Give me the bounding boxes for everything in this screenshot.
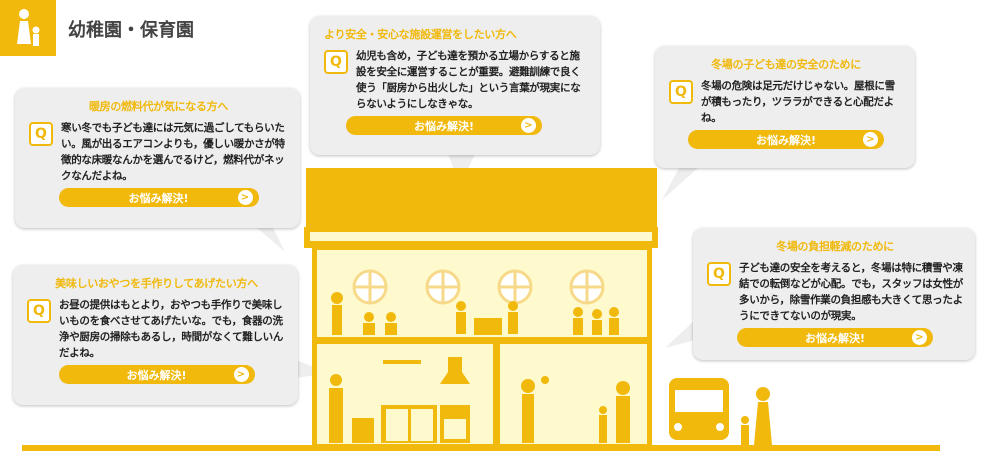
solve-button-label: お悩み解決! xyxy=(755,133,817,147)
solve-button[interactable]: お悩み解決! > xyxy=(737,328,933,347)
card-title: 冬場の子ども達の安全のために xyxy=(711,58,861,71)
card-homemade-snacks: 美味しいおやつを手作りしてあげたい方へ Q お昼の提供はもとより，おやつも手作りで… xyxy=(13,265,298,405)
card-tail xyxy=(662,166,700,200)
page-title: 幼稚園・保育園 xyxy=(68,20,194,41)
card-title: 暖房の燃料代が気になる方へ xyxy=(88,100,229,113)
card-body: 寒い冬でも子ども達には元気に過ごしてもらいたい。風が出るエアコンよりも，優しい暖… xyxy=(61,122,285,182)
chevron-right-icon: > xyxy=(912,330,927,345)
q-icon: Q xyxy=(669,80,693,104)
card-body: 冬場の危険は足元だけじゃない。屋根に雪が積もったり，ツララができると心配だよね。 xyxy=(701,80,895,124)
card-winter-child-safety: 冬場の子ども達の安全のために Q 冬場の危険は足元だけじゃない。屋根に雪が積もった… xyxy=(655,46,915,168)
house xyxy=(304,168,658,446)
solve-button-label: お悩み解決! xyxy=(128,191,189,205)
q-icon: Q xyxy=(707,262,731,286)
card-body: 幼児も含め，子ども達を預かる立場からすると施設を安全に運営することが重要。避難訓… xyxy=(356,50,581,110)
chevron-right-icon: > xyxy=(237,190,253,205)
card-tail xyxy=(255,226,285,252)
card-safe-operation: より安全・安心な施設運営をしたい方へ Q 幼児も含め，子ども達を預かる立場からする… xyxy=(310,16,600,155)
solve-button[interactable]: お悩み解決! > xyxy=(346,116,542,135)
card-body: 子ども達の安全を考えると，冬場は特に積雪や凍結での転倒などが心配。でも，スタッフ… xyxy=(739,262,963,322)
card-body: お昼の提供はもとより，おやつも手作りで美味しいものを食べさせてあげたいな。でも，… xyxy=(59,299,284,359)
parent-child-icon xyxy=(17,9,40,46)
q-icon: Q xyxy=(29,122,53,146)
card-heating-cost: 暖房の燃料代が気になる方へ Q 寒い冬でも子ども達には元気に過ごしてもらいたい。風… xyxy=(15,88,300,228)
parent-child-figure xyxy=(741,387,772,445)
card-tail xyxy=(665,320,695,348)
chevron-right-icon: > xyxy=(233,367,249,382)
header-icon xyxy=(0,0,56,56)
card-title: 冬場の負担軽減のために xyxy=(776,240,894,253)
chevron-right-icon: > xyxy=(521,118,536,133)
q-icon: Q xyxy=(27,299,51,323)
card-winter-burden: 冬場の負担軽減のために Q 子ども達の安全を考えると，冬場は特に積雪や凍結での転倒… xyxy=(693,228,975,360)
solve-button[interactable]: お悩み解決! > xyxy=(58,188,259,207)
bus-icon xyxy=(669,378,729,440)
solve-button-label: お悩み解決! xyxy=(126,368,187,382)
solve-button[interactable]: お悩み解決! > xyxy=(688,130,884,149)
roof xyxy=(306,168,657,228)
chevron-right-icon: > xyxy=(863,132,878,147)
card-title: より安全・安心な施設運営をしたい方へ xyxy=(324,28,517,41)
card-title: 美味しいおやつを手作りしてあげたい方へ xyxy=(55,277,258,290)
q-icon: Q xyxy=(324,50,348,74)
solve-button-label: お悩み解決! xyxy=(413,119,475,133)
solve-button-label: お悩み解決! xyxy=(804,331,866,345)
solve-button[interactable]: お悩み解決! > xyxy=(58,365,255,384)
ground-line xyxy=(22,445,940,451)
